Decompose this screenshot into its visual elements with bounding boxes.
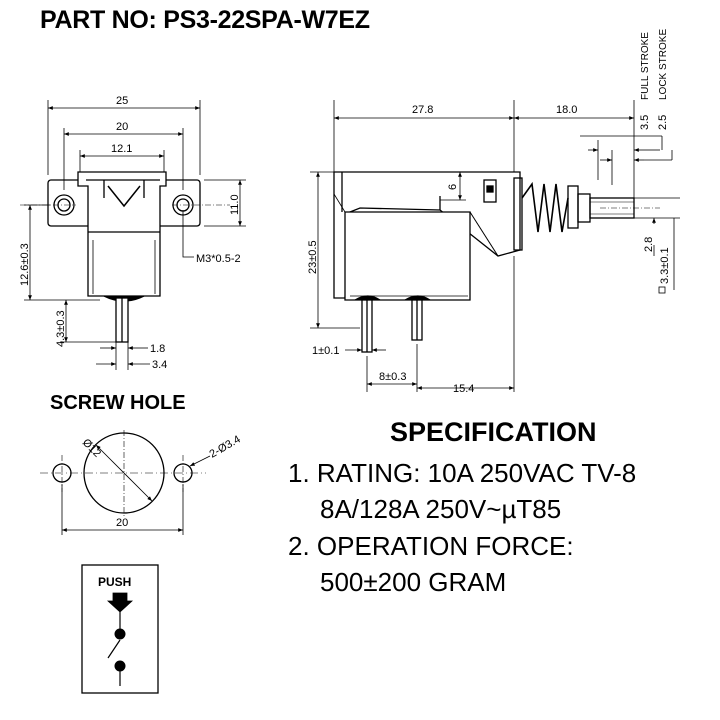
front-dim-12-6: 12.6±0.3 xyxy=(19,243,31,286)
front-dim-20: 20 xyxy=(116,121,128,133)
screw-dim-20: 20 xyxy=(116,517,128,529)
push-label: PUSH xyxy=(98,575,132,589)
side-dim-3-3: 3.3±0.1 xyxy=(659,247,671,284)
side-dim-18: 18.0 xyxy=(556,104,577,116)
side-dim-2-8: 2.8 xyxy=(643,237,655,252)
side-dim-23: 23±0.5 xyxy=(307,240,319,274)
front-m3-label: M3*0.5-2 xyxy=(196,253,241,265)
side-dim-2-5: 2.5 xyxy=(657,115,669,130)
side-dim-8: 8±0.3 xyxy=(379,371,406,383)
screw-dia-12: Ø12 xyxy=(80,437,103,460)
side-dim-1: 1±0.1 xyxy=(312,345,339,357)
front-dim-1-8: 1.8 xyxy=(150,343,165,355)
screw-hole-view xyxy=(40,430,211,535)
screw-holes-label: 2-Ø3.4 xyxy=(208,433,243,460)
side-dim-27-8: 27.8 xyxy=(412,104,433,116)
specification-title: SPECIFICATION xyxy=(390,417,597,447)
spec-force-value: 500±200 GRAM xyxy=(320,567,507,597)
spec-force-line: 2. OPERATION FORCE: xyxy=(288,531,574,561)
side-dim-6: 6 xyxy=(447,184,459,190)
full-stroke-label: FULL STROKE xyxy=(640,32,651,100)
part-number-title: PART NO: PS3-22SPA-W7EZ xyxy=(40,6,370,34)
front-dim-3-4: 3.4 xyxy=(152,359,167,371)
front-dim-11: 11.0 xyxy=(229,194,241,215)
push-schematic xyxy=(81,564,159,694)
spec-rating-line: 1. RATING: 10A 250VAC TV-8 xyxy=(288,458,637,488)
lock-stroke-label: LOCK STROKE xyxy=(658,29,669,100)
side-view xyxy=(310,100,680,392)
front-dim-12-1: 12.1 xyxy=(111,143,132,155)
side-dim-3-5: 3.5 xyxy=(639,115,651,130)
front-view xyxy=(20,100,246,370)
side-dim-15-4: 15.4 xyxy=(453,383,474,395)
front-dim-4-3: 4.3±0.3 xyxy=(55,310,67,347)
front-dim-25: 25 xyxy=(116,95,128,107)
screw-hole-title: SCREW HOLE xyxy=(50,392,186,414)
spec-rating-line-2: 8A/128A 250V~µT85 xyxy=(320,494,562,524)
